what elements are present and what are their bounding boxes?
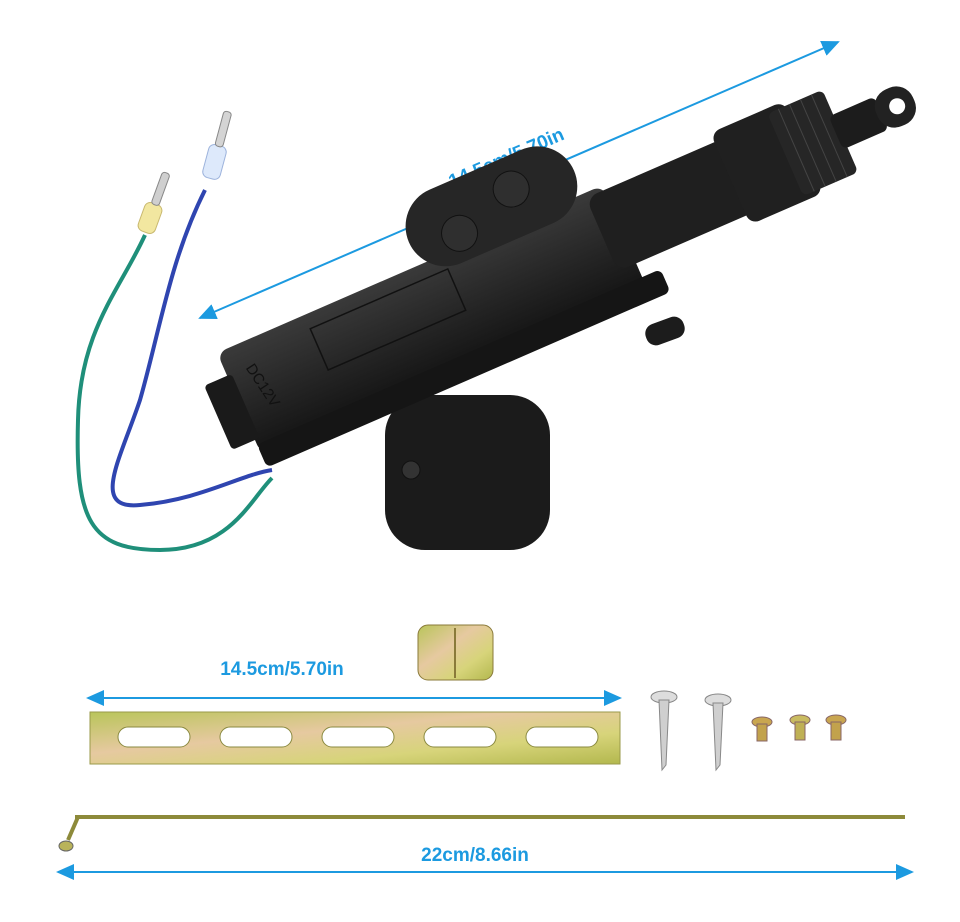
bracket-length-dimension: 14.5cm/5.70in bbox=[86, 659, 622, 706]
blue-wire bbox=[110, 189, 273, 508]
self-tapping-screw bbox=[704, 693, 732, 772]
metal-clip bbox=[417, 624, 494, 681]
rod-length-dimension: 22cm/8.66in bbox=[56, 845, 914, 880]
door-lock-actuator: DC12V bbox=[205, 86, 916, 550]
motor-cylinder bbox=[385, 395, 550, 550]
button-nub bbox=[492, 170, 530, 208]
threaded-end bbox=[769, 91, 857, 195]
bracket-length-label: 14.5cm/5.70in bbox=[220, 659, 344, 680]
short-screw bbox=[825, 714, 847, 741]
wire-connector-yellow bbox=[137, 171, 170, 234]
self-tapping-screw bbox=[650, 690, 678, 772]
rod-length-label: 22cm/8.66in bbox=[421, 845, 529, 866]
green-wire bbox=[75, 234, 274, 553]
mounting-bracket bbox=[89, 711, 621, 765]
connecting-rod bbox=[58, 815, 905, 852]
button-nub bbox=[441, 214, 479, 252]
short-screw bbox=[751, 716, 773, 742]
screws bbox=[650, 690, 847, 772]
wire-connector-blue bbox=[202, 110, 232, 180]
short-screw bbox=[789, 714, 811, 741]
wires bbox=[75, 110, 274, 553]
